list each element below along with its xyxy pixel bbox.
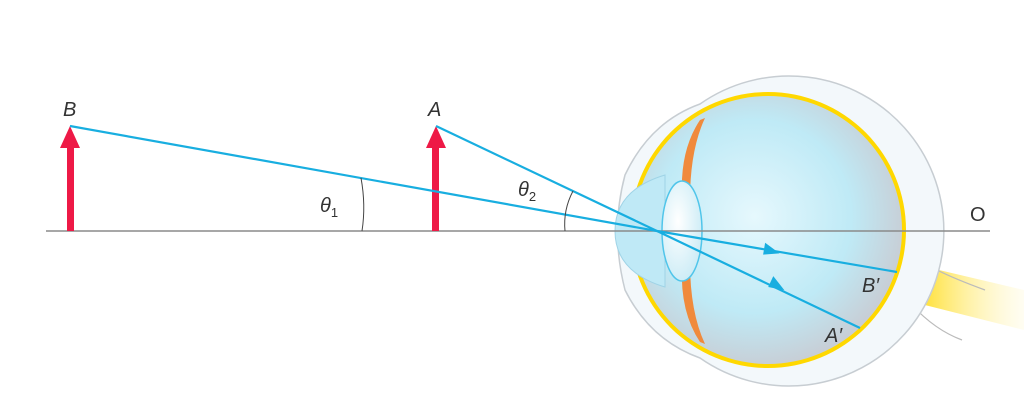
label-a-prime: A′: [824, 325, 843, 347]
angle-arc-1: [360, 177, 365, 232]
label-b: B: [63, 99, 76, 121]
object-arrow-a: [426, 126, 446, 231]
ray-a-arrowhead: [768, 276, 785, 291]
label-a: A: [427, 99, 441, 121]
label-theta-1: θ1: [320, 195, 338, 220]
angle-arc-2: [564, 190, 574, 232]
ray-b-arrowhead: [763, 242, 780, 255]
label-b-prime: B′: [862, 275, 880, 297]
iris-lower: [681, 262, 705, 344]
object-arrow-b: [60, 126, 80, 231]
iris-upper: [681, 118, 705, 200]
label-o: O: [970, 204, 986, 226]
label-theta-2: θ2: [518, 179, 536, 204]
ray-from-a: [435, 125, 861, 329]
